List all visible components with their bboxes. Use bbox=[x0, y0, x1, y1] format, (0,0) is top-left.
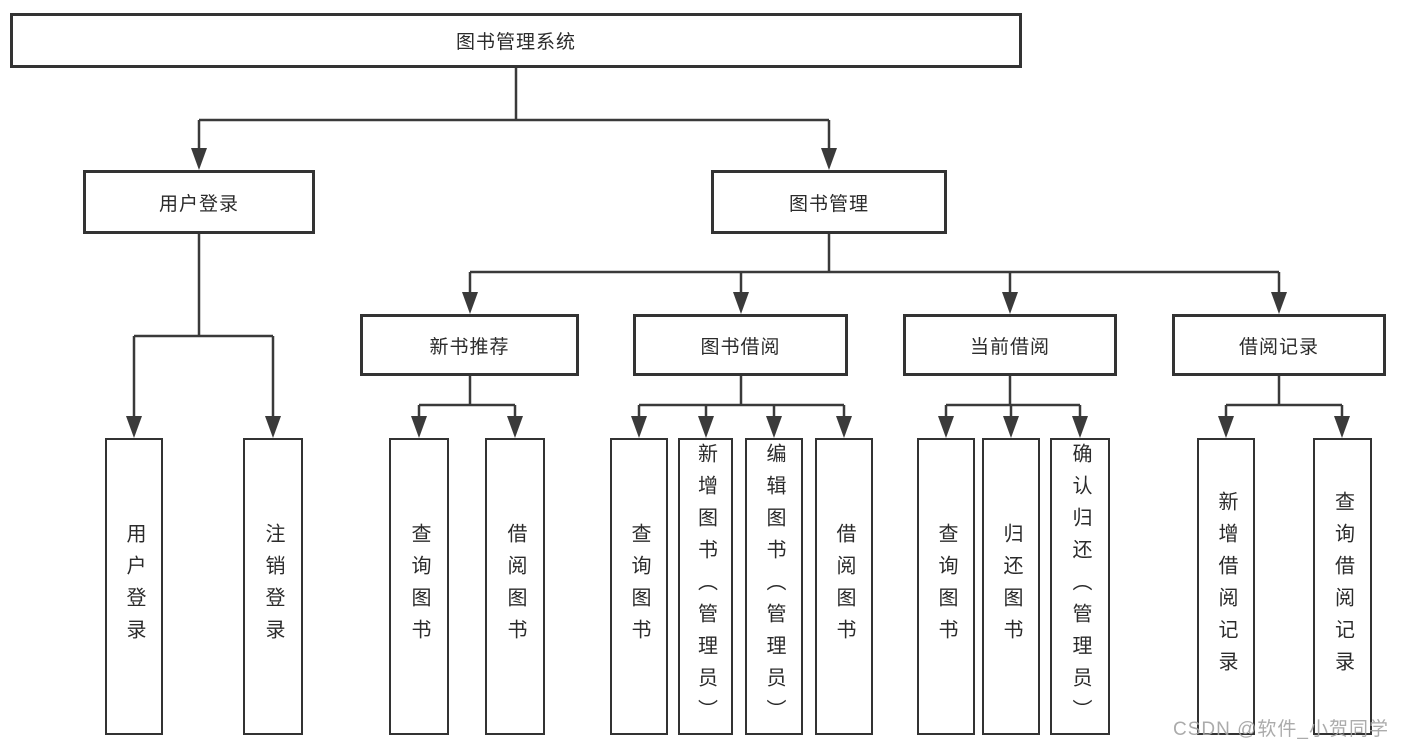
leaf-query-books-current: 查询图书 bbox=[917, 438, 975, 735]
leaf-add-borrow-record: 新增借阅记录 bbox=[1197, 438, 1255, 735]
leaf-add-books-admin: 新增图书（管理员） bbox=[678, 438, 733, 735]
leaf-logout: 注销登录 bbox=[243, 438, 303, 735]
leaf-query-borrow-record: 查询借阅记录 bbox=[1313, 438, 1372, 735]
node-current-borrow: 当前借阅 bbox=[903, 314, 1117, 376]
leaf-query-books-recommend: 查询图书 bbox=[389, 438, 449, 735]
leaf-edit-books-admin: 编辑图书（管理员） bbox=[745, 438, 803, 735]
node-book-borrow: 图书借阅 bbox=[633, 314, 848, 376]
node-new-book-recommend: 新书推荐 bbox=[360, 314, 579, 376]
leaf-query-books-borrow: 查询图书 bbox=[610, 438, 668, 735]
leaf-user-login: 用户登录 bbox=[105, 438, 163, 735]
leaf-return-books: 归还图书 bbox=[982, 438, 1040, 735]
node-user-login: 用户登录 bbox=[83, 170, 315, 234]
node-borrow-records: 借阅记录 bbox=[1172, 314, 1386, 376]
leaf-borrow-books: 借阅图书 bbox=[815, 438, 873, 735]
node-book-management: 图书管理 bbox=[711, 170, 947, 234]
leaf-confirm-return-admin: 确认归还（管理员） bbox=[1050, 438, 1110, 735]
watermark: CSDN @软件_小贺同学 bbox=[1173, 719, 1389, 740]
node-root-title: 图书管理系统 bbox=[10, 13, 1022, 68]
leaf-borrow-books-recommend: 借阅图书 bbox=[485, 438, 545, 735]
